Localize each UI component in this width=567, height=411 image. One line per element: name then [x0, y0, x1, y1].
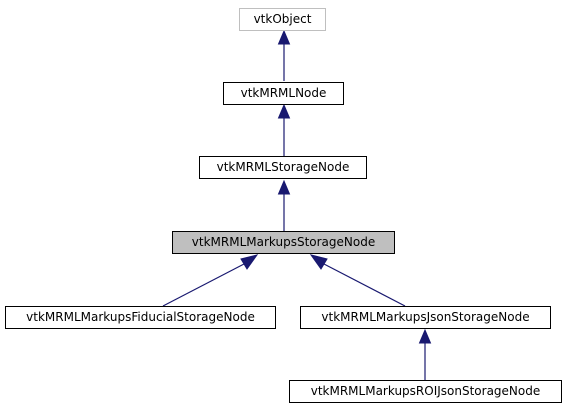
node-vtk-mrml-node[interactable]: vtkMRMLNode: [223, 82, 344, 105]
edge-json-to-markups: [323, 263, 406, 307]
node-vtk-mrml-markups-roi-json-storage-node[interactable]: vtkMRMLMarkupsROIJsonStorageNode: [289, 380, 562, 403]
edge-fiducial-to-markups: [162, 263, 245, 307]
node-vtk-object: vtkObject: [239, 8, 326, 31]
node-vtk-mrml-markups-fiducial-storage-node[interactable]: vtkMRMLMarkupsFiducialStorageNode: [5, 306, 276, 329]
edge-roi-to-json-arrowhead: [418, 328, 432, 344]
edge-storage-to-node-arrowhead: [277, 103, 291, 119]
edge-fiducial-to-markups-arrowhead: [240, 254, 259, 270]
edge-node-to-object-arrowhead: [277, 29, 291, 45]
node-vtk-mrml-markups-json-storage-node[interactable]: vtkMRMLMarkupsJsonStorageNode: [300, 306, 551, 329]
node-vtk-mrml-markups-storage-node: vtkMRMLMarkupsStorageNode: [172, 231, 395, 254]
edge-markups-to-storage-arrowhead: [277, 179, 291, 195]
edge-json-to-markups-arrowhead: [309, 254, 328, 270]
node-vtk-mrml-storage-node[interactable]: vtkMRMLStorageNode: [199, 156, 367, 179]
